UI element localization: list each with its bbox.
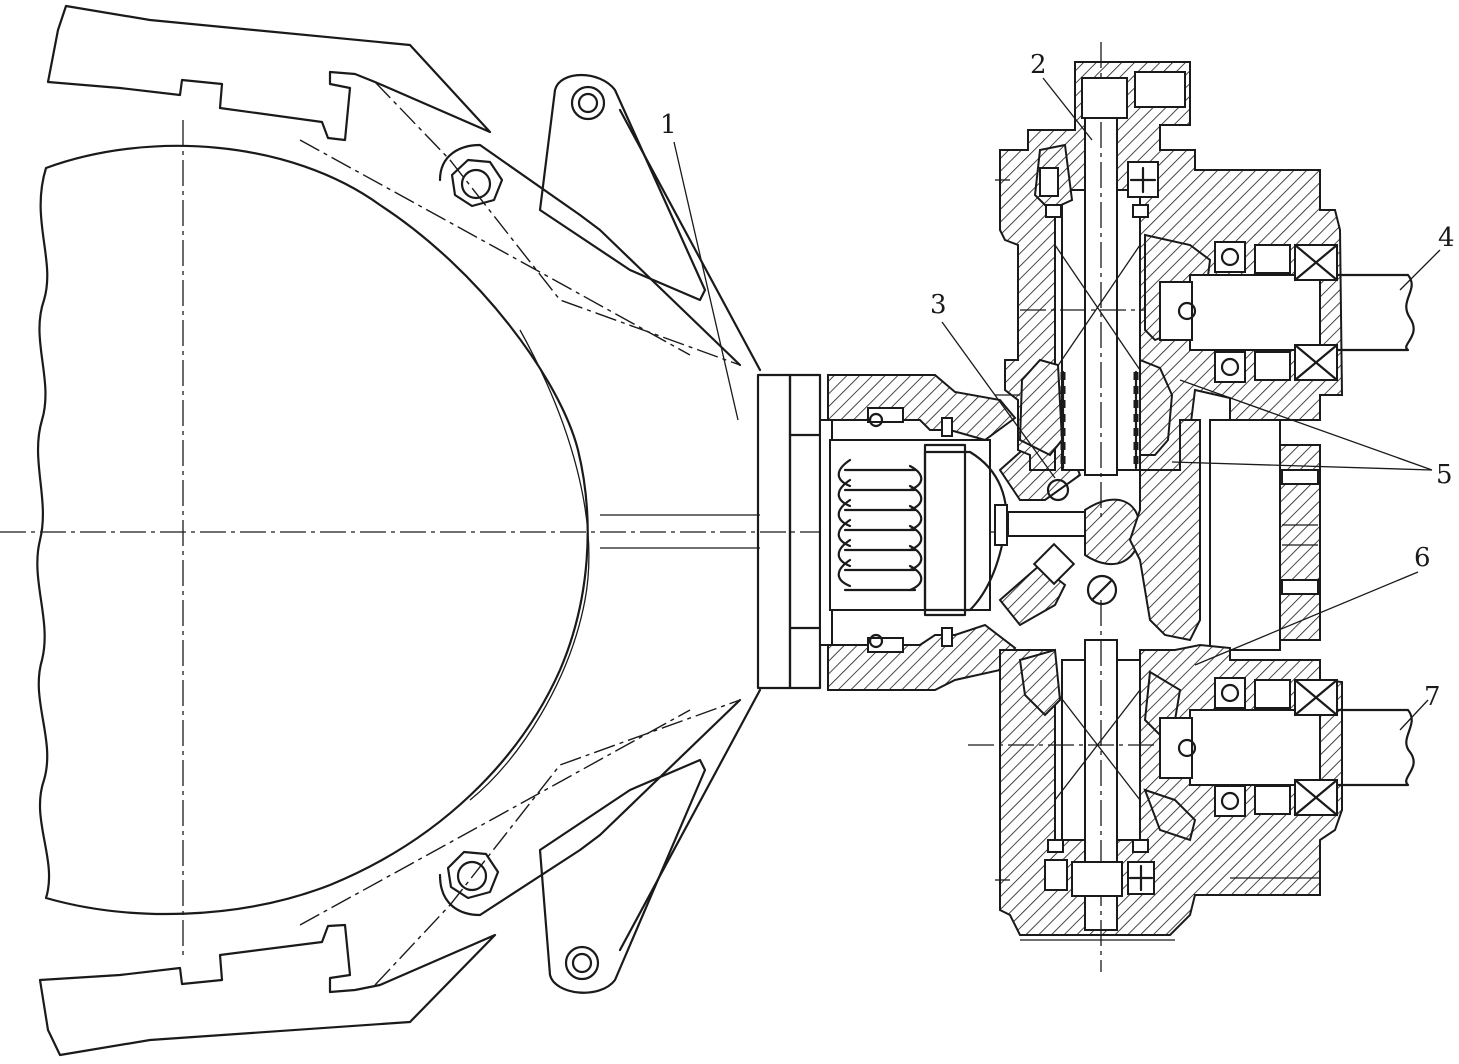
callout-4: 4 <box>1438 223 1455 253</box>
upper-nut-icon <box>450 158 504 208</box>
center-body <box>1128 419 1321 651</box>
callout-7: 7 <box>1424 682 1441 712</box>
spring-icon <box>837 458 923 592</box>
lower-bevel-gear-left <box>1018 648 1062 717</box>
lower-jaw <box>38 699 741 1057</box>
leader-7 <box>1399 699 1429 731</box>
upper-link <box>438 73 762 372</box>
mounting-flange <box>600 373 822 690</box>
callout-1: 1 <box>660 110 677 140</box>
lower-link-pin-icon <box>564 945 600 981</box>
cross-pin-icon <box>1086 574 1118 606</box>
upper-link-pin-icon <box>570 85 606 121</box>
upper-gearbox <box>995 42 1415 520</box>
callout-5: 5 <box>1436 460 1453 490</box>
upper-bevel-gear-right <box>1139 358 1174 456</box>
lower-link <box>438 688 762 994</box>
callout-6: 6 <box>1414 543 1431 573</box>
leader-1 <box>673 141 739 421</box>
leader-4 <box>1399 249 1441 291</box>
leader-3 <box>941 321 1056 479</box>
workpiece-outline <box>36 144 590 916</box>
leader-5a <box>1179 379 1433 471</box>
upper-bevel-gear-left <box>1018 358 1064 457</box>
callout-2: 2 <box>1030 50 1047 80</box>
leader-lines <box>673 77 1441 731</box>
lower-nut-icon <box>446 850 500 900</box>
callout-3: 3 <box>930 290 947 320</box>
cylinder-housing <box>819 374 1017 691</box>
lower-gearbox <box>968 600 1415 972</box>
upper-jaw <box>46 4 741 366</box>
leader-5b <box>1171 461 1433 471</box>
rod-bearing-icon <box>1046 478 1070 502</box>
leader-2 <box>1042 77 1093 141</box>
leader-6 <box>1194 571 1419 666</box>
